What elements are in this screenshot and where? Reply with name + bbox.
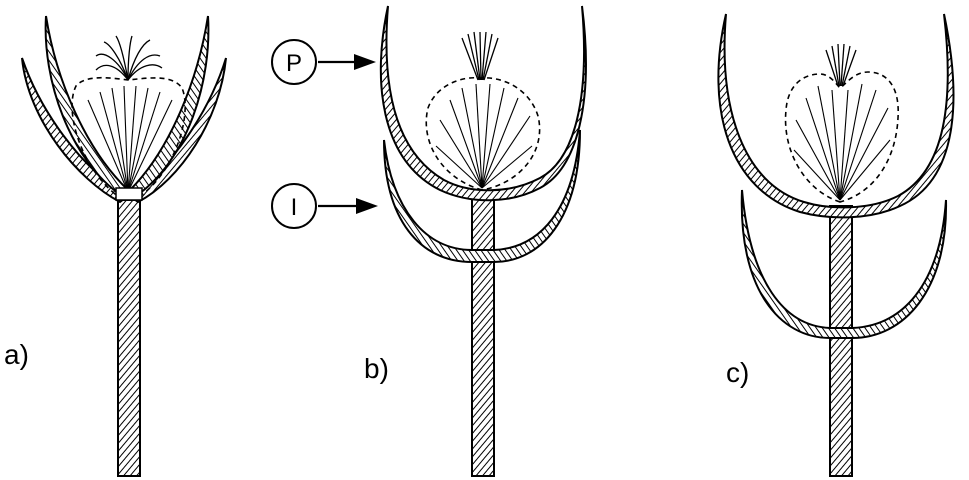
panel-c-fruit-ribs (794, 84, 890, 200)
callout-i: I (272, 184, 378, 228)
callout-i-arrow-head (356, 198, 378, 214)
panel-a-pappus (96, 36, 162, 80)
panel-b-pappus (462, 32, 498, 80)
panel-c-stalk (830, 206, 852, 476)
panel-c-pappus (826, 44, 856, 86)
callout-p: P (272, 40, 376, 84)
callout-p-letter: P (286, 50, 302, 77)
panel-b-stalk (472, 196, 494, 476)
panel-b-label: b) (364, 353, 389, 384)
callout-p-arrow-head (354, 54, 376, 70)
panel-b: P I b) (272, 6, 586, 476)
panel-a-receptacle (116, 188, 142, 200)
panel-a: a) (4, 16, 226, 476)
panel-a-label: a) (4, 339, 29, 370)
panel-c-label: c) (726, 357, 749, 388)
panel-a-stalk (118, 200, 140, 476)
callout-i-letter: I (291, 194, 298, 221)
panel-c-fruit (786, 72, 899, 202)
panel-c: c) (718, 14, 953, 476)
